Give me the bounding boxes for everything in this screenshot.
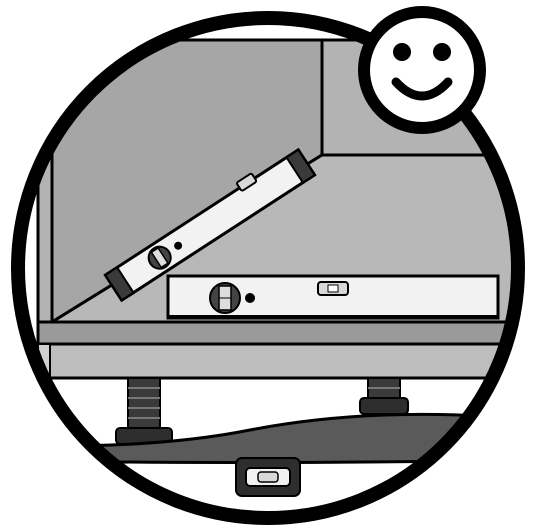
adjustable-foot-right — [360, 378, 408, 414]
smiley-face-icon — [364, 12, 480, 128]
flat-spirit-level — [168, 276, 498, 318]
